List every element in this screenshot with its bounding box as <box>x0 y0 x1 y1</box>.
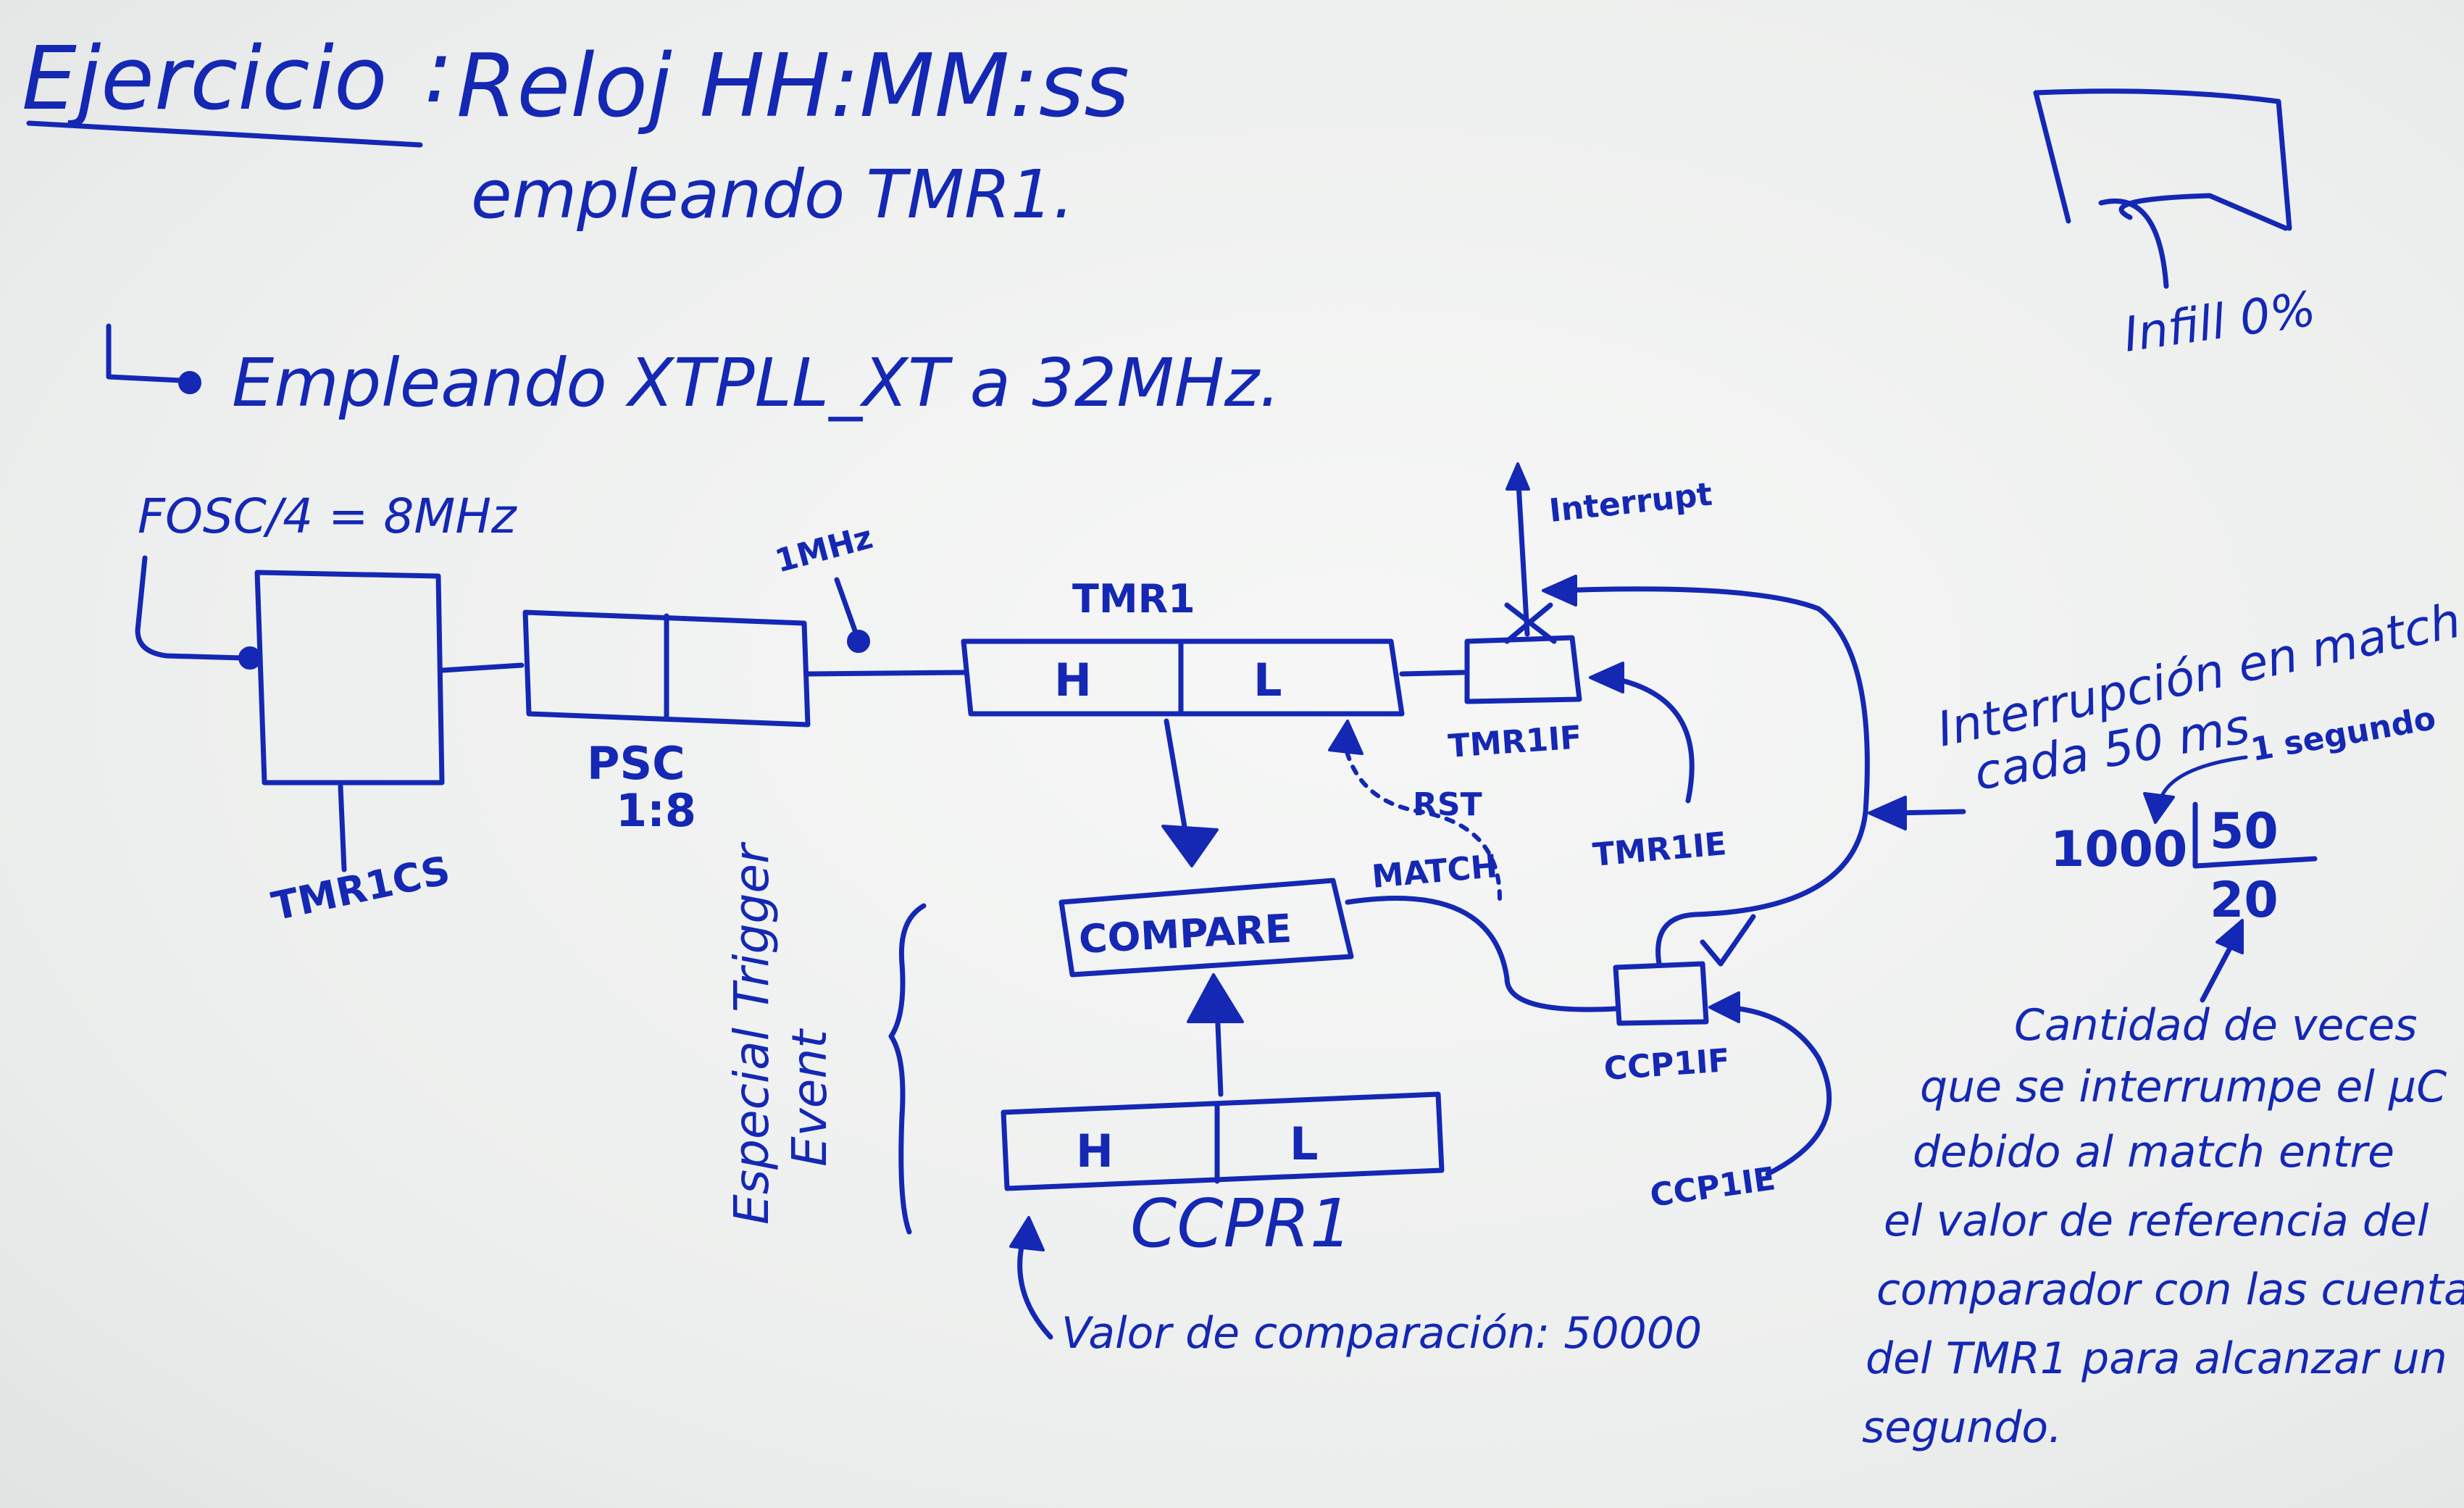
tmr1-h: H <box>1054 654 1092 707</box>
special-trigger-brace <box>888 903 927 1235</box>
interrupt-x-mark <box>1504 602 1557 644</box>
ccpr1-register <box>1001 1091 1445 1191</box>
tmr1if-label: TMR1IF <box>1447 719 1583 765</box>
psc-label: PSC <box>587 737 685 790</box>
explanation-line: debido al match entre <box>1913 1127 2394 1178</box>
tmr1ie-arrow <box>1605 675 1695 804</box>
tmr1-l: L <box>1253 654 1282 707</box>
ccpr1-h: H <box>1076 1125 1114 1178</box>
title-clock: Reloj HH:MM:ss <box>456 36 1129 137</box>
special-trigger-1: Especial Trigger <box>724 841 780 1225</box>
interrupt-label: Interrupt <box>1548 476 1714 530</box>
rst-label: RST <box>1413 786 1482 823</box>
quotient-arrowhead <box>2215 919 2244 954</box>
tmr1ie-label: TMR1IE <box>1592 825 1728 874</box>
ccp1ie-arrow <box>1721 1004 1832 1177</box>
match-wire <box>1345 896 1619 1012</box>
compare-label: COMPARE <box>1077 906 1292 962</box>
tmr1-register <box>961 638 1405 717</box>
interrupt-arrowhead <box>1505 462 1530 491</box>
config-bracket <box>106 323 184 383</box>
infill-label: Infill 0% <box>2121 281 2319 363</box>
title-subtitle: empleando TMR1. <box>471 156 1074 233</box>
special-trigger-2: Event <box>782 1028 838 1167</box>
explanation-line: segundo. <box>1862 1402 2062 1453</box>
title-colon: : <box>424 22 453 122</box>
one-second-label: 1 segundo <box>2248 700 2439 769</box>
psc-ratio: 1:8 <box>616 784 696 837</box>
one-second-arrowhead <box>2143 792 2175 824</box>
ccp1if-label: CCP1IF <box>1603 1042 1731 1088</box>
tmr1cs-select-line <box>338 783 347 872</box>
interrupt-note-arrowhead <box>1868 796 1907 830</box>
freq-node <box>847 630 870 653</box>
match-label: MATCH <box>1371 848 1499 896</box>
config-line: Empleando XTPLL_XT a 32MHz. <box>232 344 1280 422</box>
ccp1if-check-mark <box>1700 914 1756 967</box>
freq-leader <box>834 577 858 633</box>
psc-to-tmr1-wire <box>805 670 966 677</box>
compare-block <box>1058 878 1354 978</box>
fosc-wire <box>135 555 246 661</box>
explanation-line: el valor de referencia del <box>1884 1196 2429 1246</box>
explanation-line: que se interrumpe el µC <box>1920 1062 2447 1112</box>
tmr1cs-block <box>254 570 445 786</box>
ccp1ie-label: CCP1IE <box>1647 1160 1777 1215</box>
ccp1ie-arrowhead <box>1708 991 1740 1023</box>
tmr1-to-tmr1if-wire <box>1399 670 1466 677</box>
explanation-line: del TMR1 para alcanzar un <box>1866 1333 2447 1384</box>
fosc-label: FOSC/4 = 8MHz <box>138 488 517 544</box>
explanation-line: Cantidad de veces <box>2014 1000 2418 1051</box>
mux-to-psc-wire <box>439 662 525 673</box>
title-word: Ejercicio <box>22 29 387 130</box>
title-underline <box>26 120 423 148</box>
division-quotient: 20 <box>2210 872 2279 929</box>
tmr1ie-arrowhead <box>1589 662 1624 693</box>
rst-arrowhead <box>1328 720 1363 755</box>
division-divisor: 50 <box>2210 803 2279 860</box>
infill-sketch-leader <box>2098 198 2169 289</box>
tmr1cs-label: TMR1CS <box>268 847 454 929</box>
division-bracket <box>2192 801 2318 869</box>
interrupt-feedback-arrowhead <box>1542 575 1577 607</box>
compare-value-arrowhead <box>1009 1216 1045 1251</box>
tmr1if-flag <box>1464 635 1582 704</box>
config-bullet <box>178 371 201 394</box>
rst-arrow <box>1342 737 1502 901</box>
ccp1if-flag <box>1613 961 1709 1026</box>
fosc-node <box>238 646 262 670</box>
infill-sketch <box>2033 88 2292 231</box>
interrupt-line <box>1515 468 1530 637</box>
explanation-line: comparador con las cuentas <box>1876 1265 2464 1315</box>
explanation-note: Cantidad de veces que se interrumpe el µ… <box>1862 1000 2464 1453</box>
tmr1-compare-arrowhead <box>1161 825 1219 867</box>
compare-value-label: Valor de comparación: 50000 <box>1061 1308 1702 1359</box>
psc-block <box>522 609 811 728</box>
ccpr1-label: CCPR1 <box>1130 1185 1352 1262</box>
ccpr1-compare-arrowhead <box>1187 973 1244 1023</box>
division-dividend: 1000 <box>2050 821 2187 878</box>
ccpr1-l: L <box>1290 1117 1319 1170</box>
tmr1-label: TMR1 <box>1072 576 1195 622</box>
interrupt-feedback-loop <box>1555 586 1870 967</box>
freq-label: 1MHz <box>772 519 877 580</box>
